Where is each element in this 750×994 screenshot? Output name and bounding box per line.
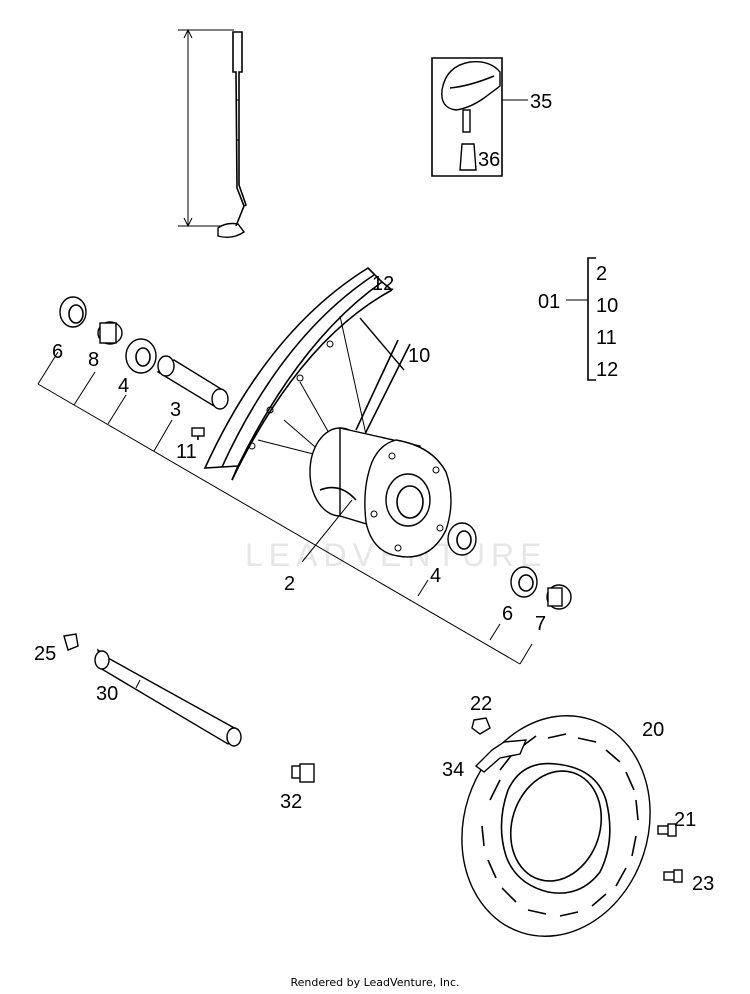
valve-parts-group: [431, 57, 528, 177]
callout-21: 21: [674, 809, 696, 831]
callout-30: 30: [96, 683, 118, 705]
callout-25: 25: [34, 643, 56, 665]
kit-bracket: [566, 257, 596, 381]
callout-35: 35: [530, 91, 552, 113]
callout-labels: 6 8 4 3 11 12 10 2 4 6 7 35 36 25 30 32 …: [34, 91, 714, 895]
callout-4-left: 4: [118, 375, 129, 397]
right-parts: [301, 499, 572, 665]
callout-34: 34: [442, 759, 464, 781]
kit-item-10: 10: [596, 295, 618, 317]
callout-36: 36: [478, 149, 500, 171]
kit-item-12: 12: [596, 359, 618, 381]
callout-6-right: 6: [502, 603, 513, 625]
callout-8: 8: [88, 349, 99, 371]
callout-32: 32: [280, 791, 302, 813]
callout-23: 23: [692, 873, 714, 895]
callout-2: 2: [284, 573, 295, 595]
brake-disc: [461, 715, 683, 937]
kit-item-11: 11: [596, 327, 617, 349]
callout-22: 22: [470, 693, 492, 715]
callout-3: 3: [170, 399, 181, 421]
callout-4-right: 4: [430, 565, 441, 587]
axle-parts: [63, 633, 315, 783]
kit-item-2: 2: [596, 263, 607, 285]
left-parts: [37, 296, 521, 665]
callout-11: 11: [176, 441, 197, 463]
wheel-hub: [309, 427, 452, 558]
callout-12: 12: [372, 273, 394, 295]
spoke-dimension-drawing: [178, 28, 247, 239]
callout-10: 10: [408, 345, 430, 367]
kit-label: 01: [538, 291, 560, 313]
callout-7: 7: [535, 613, 546, 635]
callout-6-left: 6: [52, 341, 63, 363]
callout-20: 20: [642, 719, 664, 741]
footer-credit: Rendered by LeadVenture, Inc.: [290, 976, 460, 989]
